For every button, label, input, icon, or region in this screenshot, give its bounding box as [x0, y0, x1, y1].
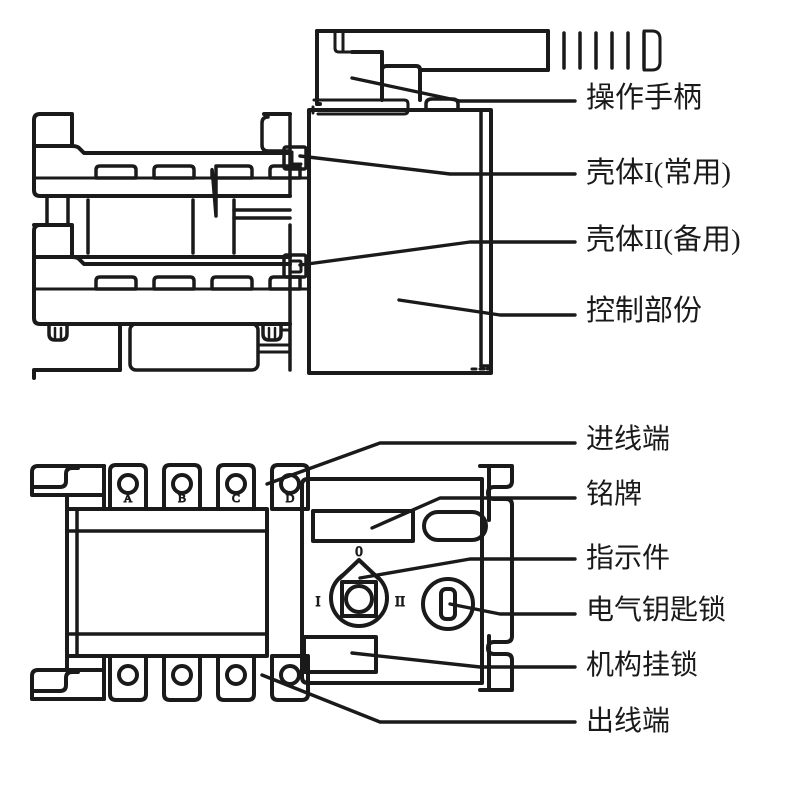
internal-mechanism-block [86, 198, 292, 255]
incoming-terminals [108, 463, 310, 511]
operating-handle [311, 29, 662, 116]
body-unit-upper [32, 112, 311, 218]
leader-control [397, 298, 577, 317]
terminal-label-a: A [124, 491, 133, 505]
position-indicator [329, 558, 389, 628]
terminal-label-c: C [232, 491, 240, 505]
electric-key-lock [421, 577, 475, 631]
selector-mark-zero: 0 [355, 544, 363, 560]
selector-mark-two: II [395, 594, 405, 610]
leader-incoming [265, 441, 577, 486]
leader-handle [350, 76, 577, 103]
mounting-rail-side [32, 322, 292, 380]
leader-keylock [448, 602, 577, 616]
callout-lines-bottom [260, 441, 577, 724]
leader-body2 [298, 240, 577, 267]
leader-indicator [358, 557, 577, 580]
body-connector-neck [45, 194, 70, 227]
body-unit-lower [32, 223, 311, 326]
leader-nameplate [370, 496, 577, 530]
switch-main-body [65, 507, 269, 658]
leader-body1 [298, 154, 577, 176]
leader-outgoing [260, 673, 577, 724]
callout-lines-top [298, 76, 577, 317]
leader-padlock [350, 651, 577, 669]
outgoing-terminals [108, 654, 310, 702]
panel-pill-slot [422, 510, 488, 542]
terminal-label-d: D [286, 491, 295, 505]
mounting-bracket-left [30, 464, 106, 701]
front-control-panel [300, 477, 484, 685]
terminal-label-b: B [178, 491, 186, 505]
selector-mark-one: I [316, 594, 321, 610]
nameplate [311, 509, 415, 543]
